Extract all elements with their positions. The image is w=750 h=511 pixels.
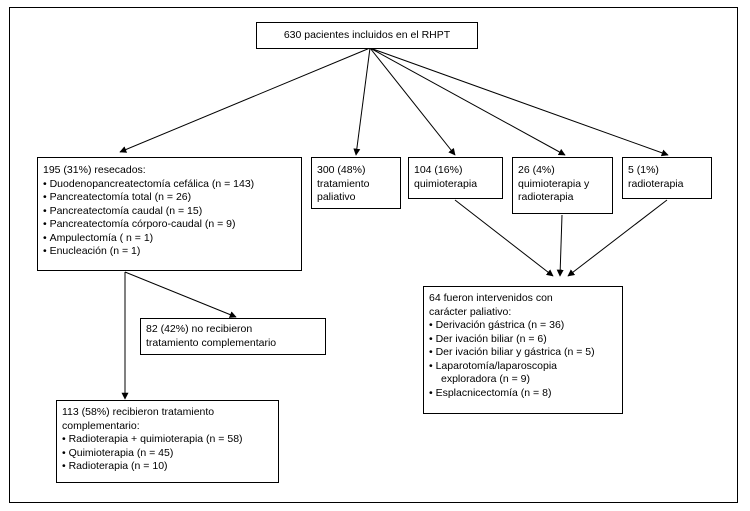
root-label: 630 pacientes incluidos en el RHPT <box>283 29 451 41</box>
list-item: Der ivación biliar (n = 6) <box>429 333 617 347</box>
resected-box: 195 (31%) resecados: Duodenopancreatecto… <box>37 157 302 271</box>
treatment-list: Radioterapia + quimioterapia (n = 58) Qu… <box>62 433 273 474</box>
arrow-to-no-treatment <box>124 271 237 318</box>
arrow-chemo-to-intervened <box>454 199 554 277</box>
list-item: Esplacnicectomía (n = 8) <box>429 387 617 401</box>
intervened-list: Derivación gástrica (n = 36) Der ivación… <box>429 319 617 400</box>
chemoradio-count: 26 (4%) <box>518 164 555 176</box>
diagram-frame <box>9 7 738 503</box>
no-treatment-count: 82 (42%) no recibieron <box>146 323 253 335</box>
list-item: Radioterapia + quimioterapia (n = 58) <box>62 433 273 447</box>
no-treatment-label: tratamiento complementario <box>146 336 277 349</box>
intervened-box: 64 fueron intervenidos con carácter pali… <box>423 286 623 414</box>
list-item: Enucleación (n = 1) <box>43 245 296 259</box>
resected-title: 195 (31%) resecados: <box>43 164 146 176</box>
list-item-continuation: exploradora (n = 9) <box>441 373 531 385</box>
arrow-to-chemoradio <box>369 47 566 156</box>
chemoradio-box: 26 (4%) quimioterapia y radioterapia <box>512 157 613 214</box>
radio-count: 5 (1%) <box>628 164 659 176</box>
list-item: Ampulectomía ( n = 1) <box>43 232 296 246</box>
arrow-radio-to-intervened <box>567 199 668 277</box>
arrow-to-chemo <box>369 47 456 156</box>
palliative-label-1: tratamiento <box>317 177 370 190</box>
list-item: Duodenopancreatectomía cefálica (n = 143… <box>43 178 296 192</box>
treatment-count: 113 (58%) recibieron tratamiento <box>62 406 215 418</box>
list-item: Pancreatectomía córporo-caudal (n = 9) <box>43 218 296 232</box>
palliative-box: 300 (48%) tratamiento paliativo <box>311 157 401 209</box>
radio-label: radioterapia <box>628 177 684 190</box>
palliative-count: 300 (48%) <box>317 164 366 176</box>
radio-box: 5 (1%) radioterapia <box>622 157 712 199</box>
intervened-count: 64 fueron intervenidos con <box>429 292 553 304</box>
arrow-to-palliative <box>353 47 371 156</box>
palliative-label-2: paliativo <box>317 191 356 203</box>
root-box: 630 pacientes incluidos en el RHPT <box>256 22 478 49</box>
chemoradio-label-1: quimioterapia y <box>518 177 590 190</box>
chemo-count: 104 (16%) <box>414 164 463 176</box>
arrow-to-resected <box>119 47 371 153</box>
list-item: Pancreatectomía caudal (n = 15) <box>43 205 296 219</box>
list-item: Laparotomía/laparoscopia <box>429 360 617 374</box>
list-item: Radioterapia (n = 10) <box>62 460 273 474</box>
list-item: Quimioterapia (n = 45) <box>62 447 273 461</box>
chemo-label: quimioterapia <box>414 177 478 190</box>
resected-list: Duodenopancreatectomía cefálica (n = 143… <box>43 178 296 259</box>
no-treatment-box: 82 (42%) no recibieron tratamiento compl… <box>140 318 326 355</box>
treatment-box: 113 (58%) recibieron tratamiento complem… <box>56 400 279 483</box>
chemo-box: 104 (16%) quimioterapia <box>408 157 503 199</box>
list-item: Der ivación biliar y gástrica (n = 5) <box>429 346 617 360</box>
chemoradio-label-2: radioterapia <box>518 191 574 203</box>
arrow-to-radio <box>369 47 669 157</box>
intervened-label: carácter paliativo: <box>429 305 512 318</box>
arrow-chemoradio-to-intervened <box>556 214 564 277</box>
treatment-label: complementario: <box>62 419 140 432</box>
list-item: Derivación gástrica (n = 36) <box>429 319 617 333</box>
list-item: Pancreatectomía total (n = 26) <box>43 191 296 205</box>
